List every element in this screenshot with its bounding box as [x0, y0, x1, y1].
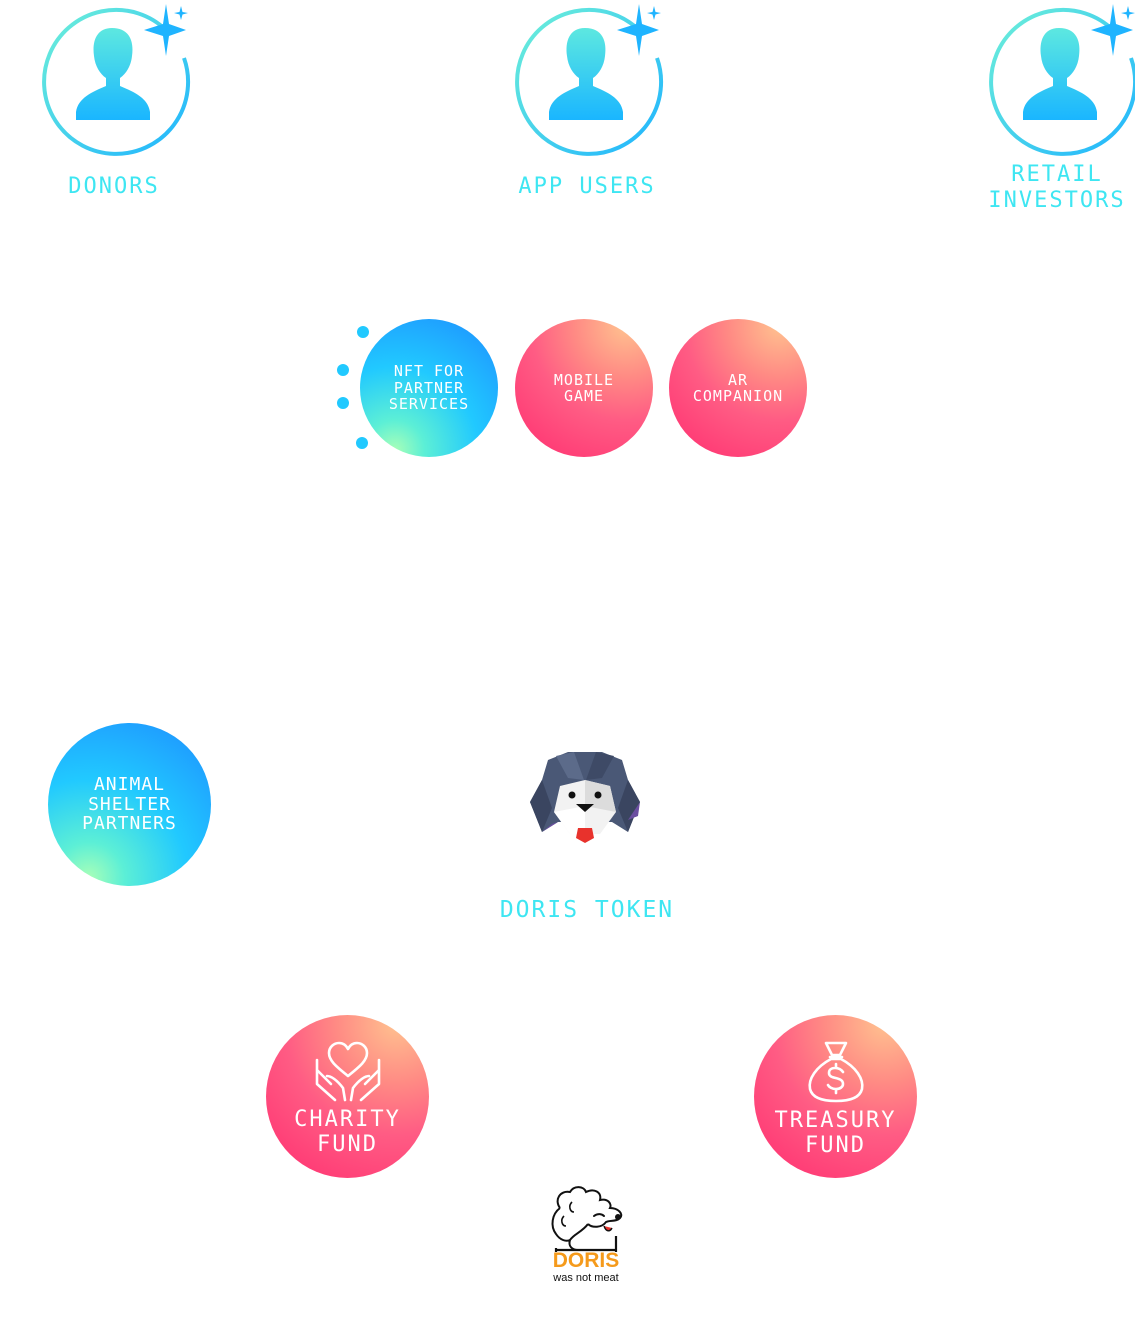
nft-partner-services-label: NFT FOR PARTNER SERVICES	[388, 362, 470, 414]
ar-companion-node: AR COMPANION	[669, 319, 807, 457]
doris-brand: DORIS was not meat	[536, 1249, 636, 1285]
donors-label: DONORS	[68, 174, 160, 199]
hands-heart-icon	[315, 1042, 380, 1102]
app-users-label: APP USERS	[518, 174, 656, 199]
mobile-game-node: MOBILE GAME	[515, 319, 653, 457]
connector-dot	[337, 397, 349, 409]
retail-investors-label: RETAIL INVESTORS	[988, 162, 1126, 213]
doris-dog-logo-icon	[546, 1186, 626, 1252]
charity-fund-node: CHARITY FUND	[266, 1015, 429, 1178]
doris-brand-tagline: was not meat	[553, 1272, 619, 1284]
mobile-game-label: MOBILE GAME	[553, 370, 615, 405]
connector-dot	[357, 326, 369, 338]
doris-brand-name: DORIS	[552, 1249, 620, 1272]
nft-partner-services-node: NFT FOR PARTNER SERVICES	[360, 319, 498, 457]
doris-token-label: DORIS TOKEN	[499, 897, 675, 923]
treasury-fund-node: TREASURY FUND	[754, 1015, 917, 1178]
app-users-person-icon	[507, 0, 667, 160]
connector-dot	[337, 364, 349, 376]
dog-head-icon	[528, 750, 642, 846]
treasury-fund-label: TREASURY FUND	[774, 1108, 897, 1158]
animal-shelter-partners-label: ANIMAL SHELTER PARTNERS	[82, 773, 177, 835]
retail-investors-person-icon	[981, 0, 1135, 160]
donors-person-icon	[34, 0, 194, 160]
animal-shelter-partners-node: ANIMAL SHELTER PARTNERS	[48, 723, 211, 886]
ar-companion-label: AR COMPANION	[692, 370, 784, 405]
connector-dot	[356, 437, 368, 449]
money-bag-icon	[807, 1042, 864, 1103]
charity-fund-label: CHARITY FUND	[294, 1107, 401, 1157]
